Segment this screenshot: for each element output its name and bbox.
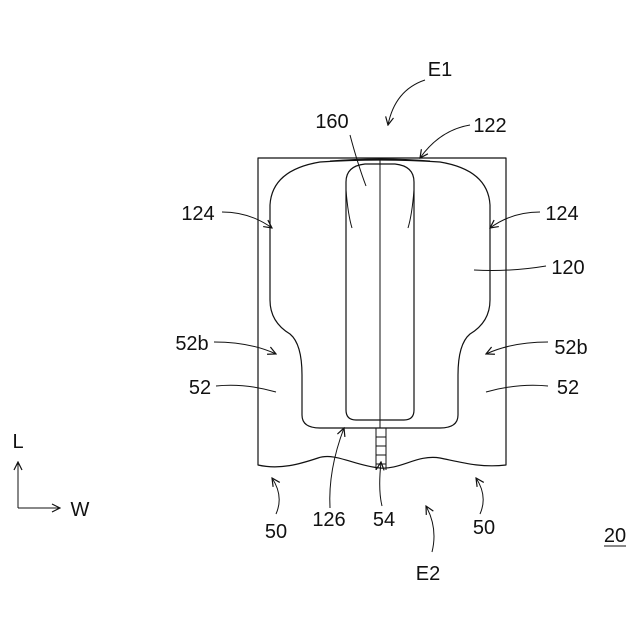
label-124-right: 124 (545, 203, 578, 225)
axis-label-l: L (12, 431, 23, 453)
leader-50-right (476, 478, 483, 514)
label-124-left: 124 (181, 203, 214, 225)
e2-arrow (426, 506, 434, 552)
leader-120 (474, 266, 546, 271)
label-52b-right: 52b (554, 337, 587, 359)
axes-indicator (18, 462, 60, 508)
label-122: 122 (473, 115, 506, 137)
leader-122 (420, 125, 470, 158)
label-fig-number: 20 (604, 525, 626, 547)
e1-arrow (388, 80, 425, 125)
outer-sheet (258, 158, 506, 468)
central-member-left-flap (346, 190, 352, 228)
leader-52-left (216, 385, 276, 392)
label-50-right: 50 (473, 517, 495, 539)
label-54: 54 (373, 509, 395, 531)
label-126: 126 (312, 509, 345, 531)
leader-52b-left (214, 342, 276, 354)
central-member-right-flap (408, 190, 414, 228)
label-160: 160 (315, 111, 348, 133)
leader-50-left (272, 478, 279, 514)
leader-52-right (486, 385, 548, 392)
label-e1: E1 (428, 59, 452, 81)
label-50-left: 50 (265, 521, 287, 543)
label-120: 120 (551, 257, 584, 279)
label-52b-left: 52b (175, 333, 208, 355)
leader-124-left (222, 212, 272, 228)
label-52-left: 52 (189, 377, 211, 399)
axis-label-w: W (71, 499, 90, 521)
label-e2: E2 (416, 563, 440, 585)
leader-126 (330, 428, 344, 508)
leader-124-right (490, 212, 540, 228)
leader-52b-right (486, 342, 548, 354)
label-52-right: 52 (557, 377, 579, 399)
